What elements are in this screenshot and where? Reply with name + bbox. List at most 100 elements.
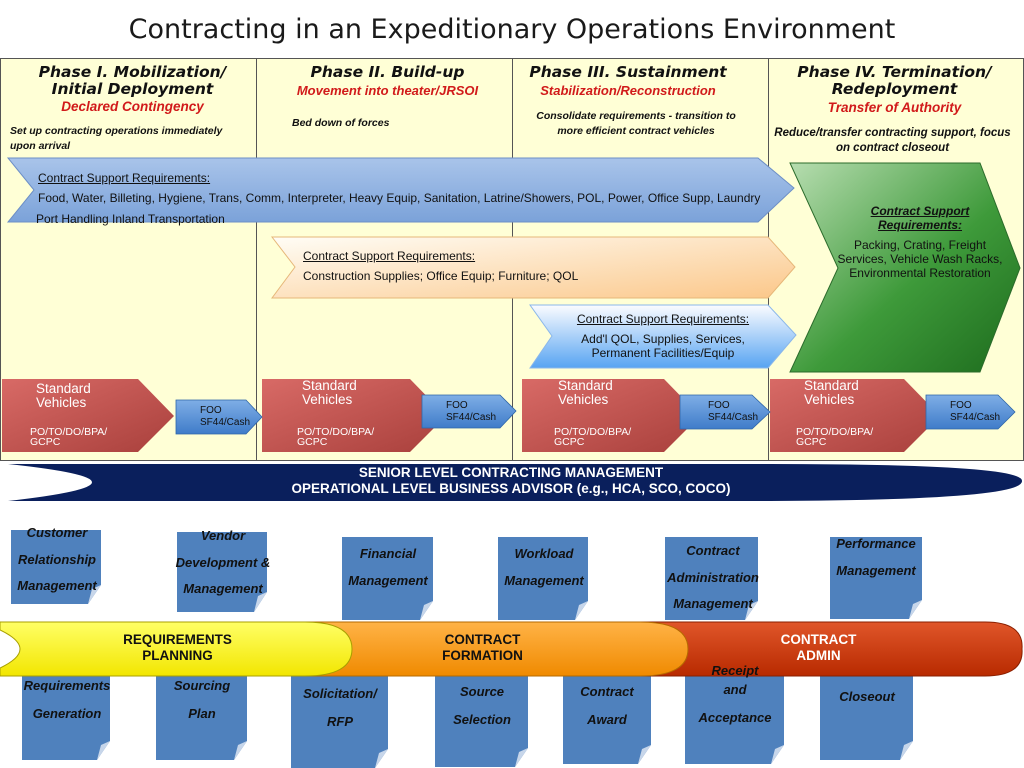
orange-requirements-heading: Contract Support Requirements: xyxy=(303,249,476,263)
stage-contract-formation xyxy=(289,621,689,677)
stage-line: PLANNING xyxy=(142,648,213,663)
management-band xyxy=(8,464,1023,501)
phase-1-note-line2: upon arrival xyxy=(10,140,71,152)
standard-vehicles-label-line2: Vehicles xyxy=(36,395,87,410)
vehicle-arrow-1 xyxy=(2,379,174,452)
foo-arrow-1 xyxy=(175,399,263,435)
page-title: Contracting in an Expeditionary Operatio… xyxy=(128,14,896,45)
blue-requirements-line2: Port Handling Inland Transportation xyxy=(36,212,225,226)
phase-2-header: Phase II. Build-up Movement into theater… xyxy=(270,63,505,99)
management-band-line2: OPERATIONAL LEVEL BUSINESS ADVISOR (e.g.… xyxy=(291,481,731,496)
phase-2-subtitle: Movement into theater/JRSOI xyxy=(296,83,479,98)
orange-requirements-arrow xyxy=(270,236,796,299)
foo-label-line2: SF44/Cash xyxy=(446,412,497,423)
phase-3-header: Phase III. Sustainment Stabilization/Rec… xyxy=(514,63,742,99)
card-source-selection: Source Selection xyxy=(432,678,532,734)
card-workload-management: Workload Management xyxy=(494,541,594,594)
card-line: Receipt xyxy=(711,664,759,678)
standard-vehicles-label-line2: Vehicles xyxy=(558,392,609,407)
foo-label-2: FOO SF44/Cash xyxy=(446,400,496,424)
blue-requirements-arrow xyxy=(6,157,795,223)
po-label: PO/TO/DO/BPA/ xyxy=(554,426,632,438)
vehicle-po-3: PO/TO/DO/BPA/ GCPC xyxy=(554,426,632,448)
stage-label-requirements-planning: REQUIREMENTS PLANNING xyxy=(95,632,260,664)
card-sourcing-plan: Sourcing Plan xyxy=(152,672,252,728)
card-line: and xyxy=(723,682,747,697)
card-solicitation-rfp: Solicitation/ RFP xyxy=(288,680,392,736)
vehicle-label-1: Standard Vehicles xyxy=(36,382,91,410)
green-requirements-line2: Services, Vehicle Wash Racks, xyxy=(837,252,1003,266)
stage-line: CONTRACT xyxy=(780,632,857,647)
card-line: RFP xyxy=(327,714,353,729)
phase-1-subtitle: Declared Contingency xyxy=(61,99,204,114)
green-requirements-line3: Environmental Restoration xyxy=(849,266,991,280)
card-line: Customer xyxy=(26,525,88,540)
standard-vehicles-label-line2: Vehicles xyxy=(804,392,855,407)
card-line: Management xyxy=(17,578,97,593)
foo-label-4: FOO SF44/Cash xyxy=(950,400,1000,424)
lightblue-requirements-heading: Contract Support Requirements: xyxy=(576,312,750,326)
blue-requirements-heading: Contract Support Requirements: xyxy=(38,171,211,185)
stage-line: ADMIN xyxy=(796,648,841,663)
card-line: Generation xyxy=(32,706,102,721)
vehicle-arrow-4 xyxy=(770,379,940,452)
phase-4-note-line2: on contract closeout xyxy=(835,142,950,154)
stage-line: REQUIREMENTS xyxy=(123,632,232,647)
card-line: Requirements xyxy=(23,678,111,693)
card-closeout: Closeout xyxy=(818,684,916,710)
phase-4-title: Phase IV. Termination/ xyxy=(797,63,992,81)
standard-vehicles-label: Standard xyxy=(36,381,91,396)
card-receipt-label: Receipt xyxy=(684,664,786,678)
card-line: Selection xyxy=(453,712,511,727)
lightblue-requirements: Contract Support Requirements: Add'l QOL… xyxy=(558,312,768,360)
standard-vehicles-label: Standard xyxy=(804,378,859,393)
stage-line: FORMATION xyxy=(442,648,523,663)
card-customer-relationship-management: Customer Relationship Management xyxy=(5,520,109,600)
stage-requirements-planning xyxy=(0,621,353,677)
card-requirements-generation: Requirements Generation xyxy=(18,672,116,728)
card-line: Workload xyxy=(514,546,574,561)
vehicle-po-4: PO/TO/DO/BPA/ GCPC xyxy=(796,426,874,448)
phase-4-header: Phase IV. Termination/ Redeployment Tran… xyxy=(772,63,1017,116)
card-contract-administration-management: Contract Administration Management xyxy=(660,538,766,618)
foo-label: FOO xyxy=(708,400,730,411)
card-line: Relationship xyxy=(17,551,96,567)
card-line: Management xyxy=(183,581,263,596)
foo-label: FOO xyxy=(200,405,222,416)
bottom-cards xyxy=(22,668,913,768)
phase-4-title-line2: Redeployment xyxy=(831,80,958,98)
phase-2-title: Phase II. Build-up xyxy=(310,63,465,81)
foo-label: FOO xyxy=(446,400,468,411)
phase-divider xyxy=(256,58,257,461)
phase-3-title: Phase III. Sustainment xyxy=(529,63,727,81)
stage-label-contract-formation: CONTRACT FORMATION xyxy=(410,632,555,664)
card-line: Award xyxy=(587,712,627,727)
card-line: Contract xyxy=(686,543,740,558)
po-label: PO/TO/DO/BPA/ xyxy=(796,426,874,438)
stage-line: CONTRACT xyxy=(444,632,521,647)
phase-3-note-line2: more efficient contract vehicles xyxy=(557,125,715,137)
card-performance-management: Performance Management xyxy=(825,531,927,584)
green-requirements-arrow xyxy=(789,162,1021,373)
green-requirements-line1: Packing, Crating, Freight xyxy=(853,238,987,252)
stage-label-contract-admin: CONTRACT ADMIN xyxy=(746,632,891,664)
card-line: Management xyxy=(836,562,916,578)
po-label: PO/TO/DO/BPA/ xyxy=(297,426,375,438)
phase-3-subtitle: Stabilization/Reconstruction xyxy=(540,83,716,98)
vehicle-label-2: Standard Vehicles xyxy=(302,379,357,407)
card-line: Plan xyxy=(188,706,216,721)
blue-requirements: Contract Support Requirements: Food, Wat… xyxy=(38,171,778,205)
green-requirements-heading-line2: Requirements: xyxy=(877,218,963,232)
standard-vehicles-label: Standard xyxy=(558,378,613,393)
phase-1-note-line1: Set up contracting operations immediatel… xyxy=(10,125,223,137)
po-label-line2: GCPC xyxy=(796,436,827,448)
card-line: Contract xyxy=(580,684,634,699)
top-cards xyxy=(11,530,922,620)
po-label-line2: GCPC xyxy=(554,436,585,448)
card-vendor-development-management: Vendor Development & Management xyxy=(168,523,278,603)
card-line: Sourcing xyxy=(173,678,231,693)
phase-1-header: Phase I. Mobilization/ Initial Deploymen… xyxy=(20,64,245,115)
po-label-line2: GCPC xyxy=(297,436,328,448)
phase-2-note: Bed down of forces xyxy=(292,117,390,129)
